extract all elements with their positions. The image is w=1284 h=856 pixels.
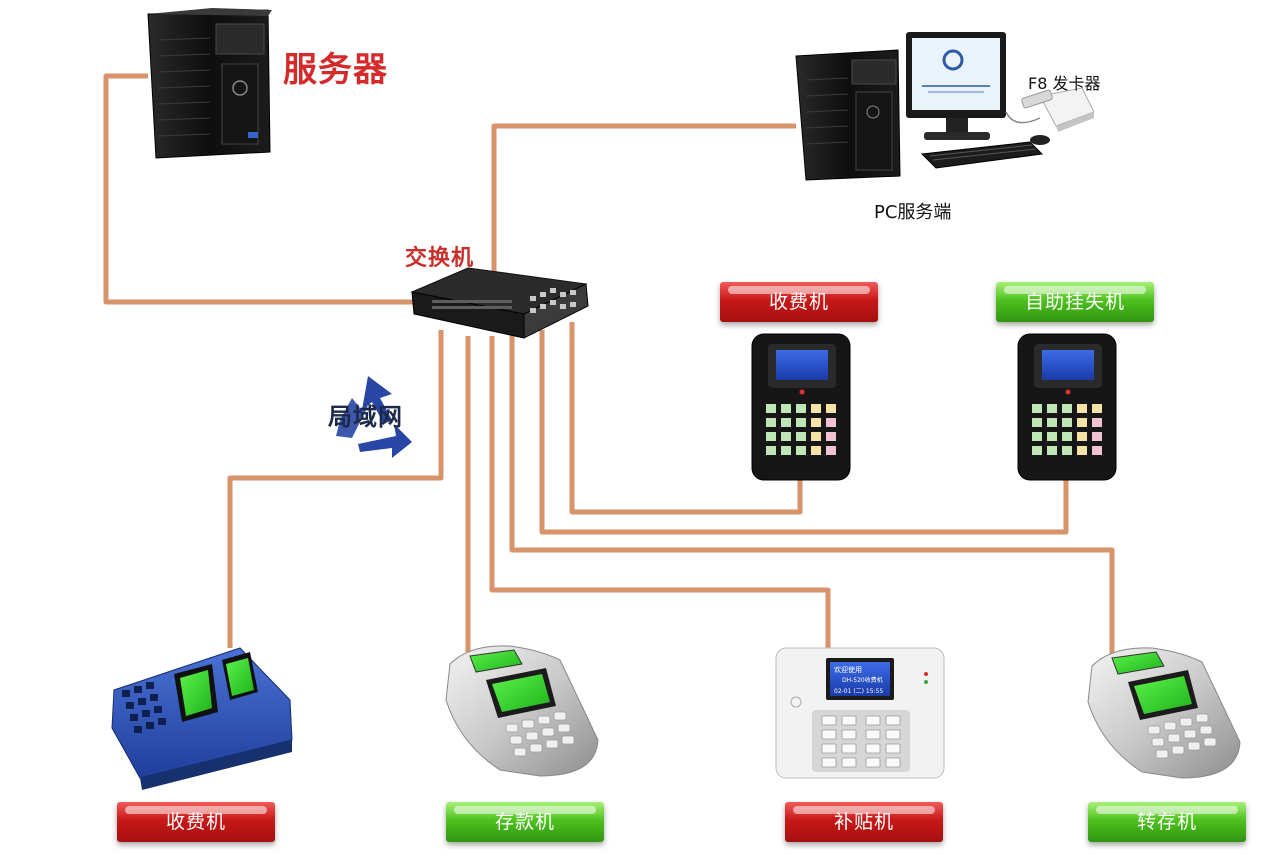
cable-charge-top: [569, 322, 803, 515]
server-label: 服务器: [283, 50, 388, 90]
pc-server-label: PC服务端: [874, 202, 952, 223]
subsidy-machine-device: 欢迎使用 DH-520收费机 02-01 (二) 15:55: [775, 647, 945, 779]
badge-self-loss: 自助挂失机: [996, 282, 1154, 322]
server-tower: [147, 8, 272, 159]
deposit-machine-device: [445, 645, 599, 777]
charge-machine-bottom-device: [111, 647, 293, 790]
lan-label: 局域网: [328, 403, 403, 431]
badge-deposit-text: 存款机: [494, 811, 555, 833]
badge-charge-top: 收费机: [720, 282, 878, 322]
pc-server-workstation: [795, 32, 1095, 181]
switch-label: 交换机: [405, 246, 475, 271]
lan-recycle-icon: [336, 376, 412, 458]
cable-server: [103, 73, 416, 305]
cable-charge-bottom: [227, 330, 444, 648]
network-cables: [103, 73, 1115, 655]
card-issuer-label: F8 发卡器: [1028, 74, 1101, 93]
badge-charge-top-text: 收费机: [768, 291, 829, 313]
badge-charge-bottom-text: 收费机: [165, 811, 226, 833]
badge-charge-bottom: 收费机: [117, 802, 275, 842]
transfer-machine-device: [1087, 647, 1241, 779]
badge-transfer: 转存机: [1088, 802, 1246, 842]
subsidy-screen-line1: 欢迎使用: [834, 665, 862, 674]
charge-machine-top-device: [751, 333, 851, 481]
network-switch: [410, 267, 589, 339]
subsidy-screen-line2: DH-520收费机: [842, 676, 883, 684]
cable-subsidy: [489, 336, 831, 650]
badge-self-loss-text: 自助挂失机: [1024, 291, 1125, 313]
keypad-self-loss: [1032, 404, 1102, 455]
badge-transfer-text: 转存机: [1136, 811, 1197, 833]
cable-transfer: [509, 334, 1115, 655]
badge-subsidy: 补贴机: [785, 802, 943, 842]
badge-subsidy-text: 补贴机: [833, 811, 894, 833]
badge-deposit: 存款机: [446, 802, 604, 842]
self-loss-machine-device: [1017, 333, 1117, 481]
subsidy-screen-line3: 02-01 (二) 15:55: [834, 688, 883, 695]
keypad-top-charge: [766, 404, 836, 455]
cable-self-loss: [539, 330, 1069, 535]
cable-pc-server: [491, 123, 796, 274]
